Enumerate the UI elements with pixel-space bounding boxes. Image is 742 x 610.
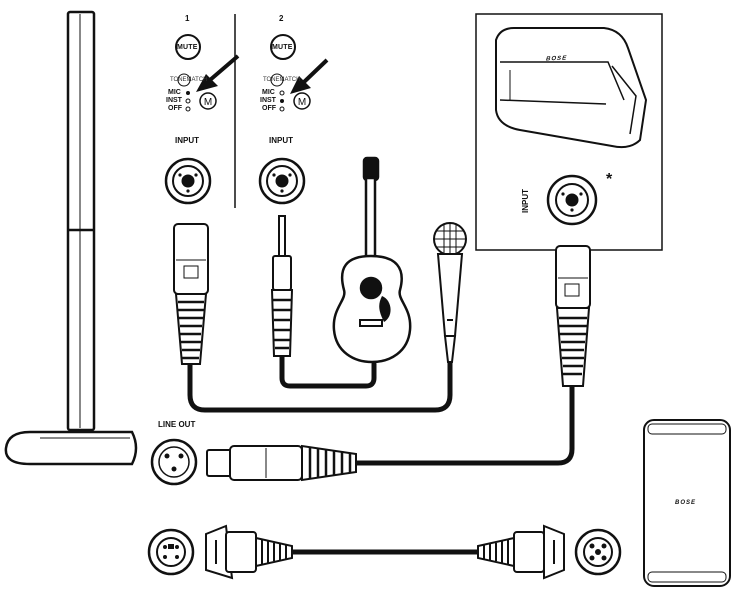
channel-2-tonematch-label: TONEMATCH <box>263 77 301 83</box>
sub-out-jack[interactable] <box>147 528 195 576</box>
channel-2-number: 2 <box>279 14 284 23</box>
channel-2-mute-button[interactable] <box>270 34 296 60</box>
arrow-channel-1 <box>196 54 240 92</box>
subwoofer <box>643 419 731 587</box>
channel-2-mode-inst: INST <box>260 97 276 104</box>
speaker-brand-logo: BOSE <box>545 55 568 63</box>
channel-2-controls: M <box>270 34 311 112</box>
speaker-input-jack[interactable] <box>546 174 598 226</box>
channel-1-controls: M <box>175 34 217 112</box>
channel-2-input-label: INPUT <box>269 136 293 145</box>
channel-1-mute-button[interactable] <box>175 34 201 60</box>
channel-1-mode-mic: MIC <box>168 89 181 96</box>
sub-cable-plug-right <box>477 524 565 580</box>
sub-in-jack[interactable] <box>574 528 622 576</box>
channel-2-mode-mic: MIC <box>262 89 275 96</box>
sub-cable-plug-left <box>205 524 293 580</box>
channel-2-input-jack[interactable] <box>258 157 306 205</box>
channel-1-mute-label: MUTE <box>177 44 198 51</box>
subwoofer-brand-logo: BOSE <box>675 500 697 506</box>
speaker-note-mark: * <box>606 171 613 188</box>
channel-1-mode-off: OFF <box>168 105 182 112</box>
speaker-input-label: INPUT <box>521 189 530 213</box>
channel-1-number: 1 <box>185 14 190 23</box>
acoustic-guitar <box>332 156 412 364</box>
channel-2-mute-label: MUTE <box>272 44 293 51</box>
quarter-inch-plug-channel-2 <box>270 215 294 357</box>
line-out-label: LINE OUT <box>158 420 196 429</box>
channel-1-tonematch-label: TONEMATCH <box>170 77 208 83</box>
line-out-jack[interactable] <box>150 438 198 486</box>
channel-2-tonematch-button[interactable] <box>293 92 311 110</box>
microphone <box>433 222 467 363</box>
svg-text:M: M <box>204 97 212 108</box>
channel-2-mode-off: OFF <box>262 105 276 112</box>
channel-1-mode-inst: INST <box>166 97 182 104</box>
channel-1-tonematch-button[interactable] <box>199 92 217 110</box>
xlr-plug-line-out <box>206 444 357 482</box>
xlr-plug-channel-1 <box>173 223 209 365</box>
speaker-illustration <box>495 27 648 149</box>
arrow-channel-2 <box>290 58 329 94</box>
xlr-plug-speaker <box>555 245 591 387</box>
svg-text:M: M <box>298 97 306 108</box>
channel-1-input-jack[interactable] <box>164 157 212 205</box>
channel-1-input-label: INPUT <box>175 136 199 145</box>
cables <box>187 353 575 555</box>
array-tower <box>4 10 138 466</box>
